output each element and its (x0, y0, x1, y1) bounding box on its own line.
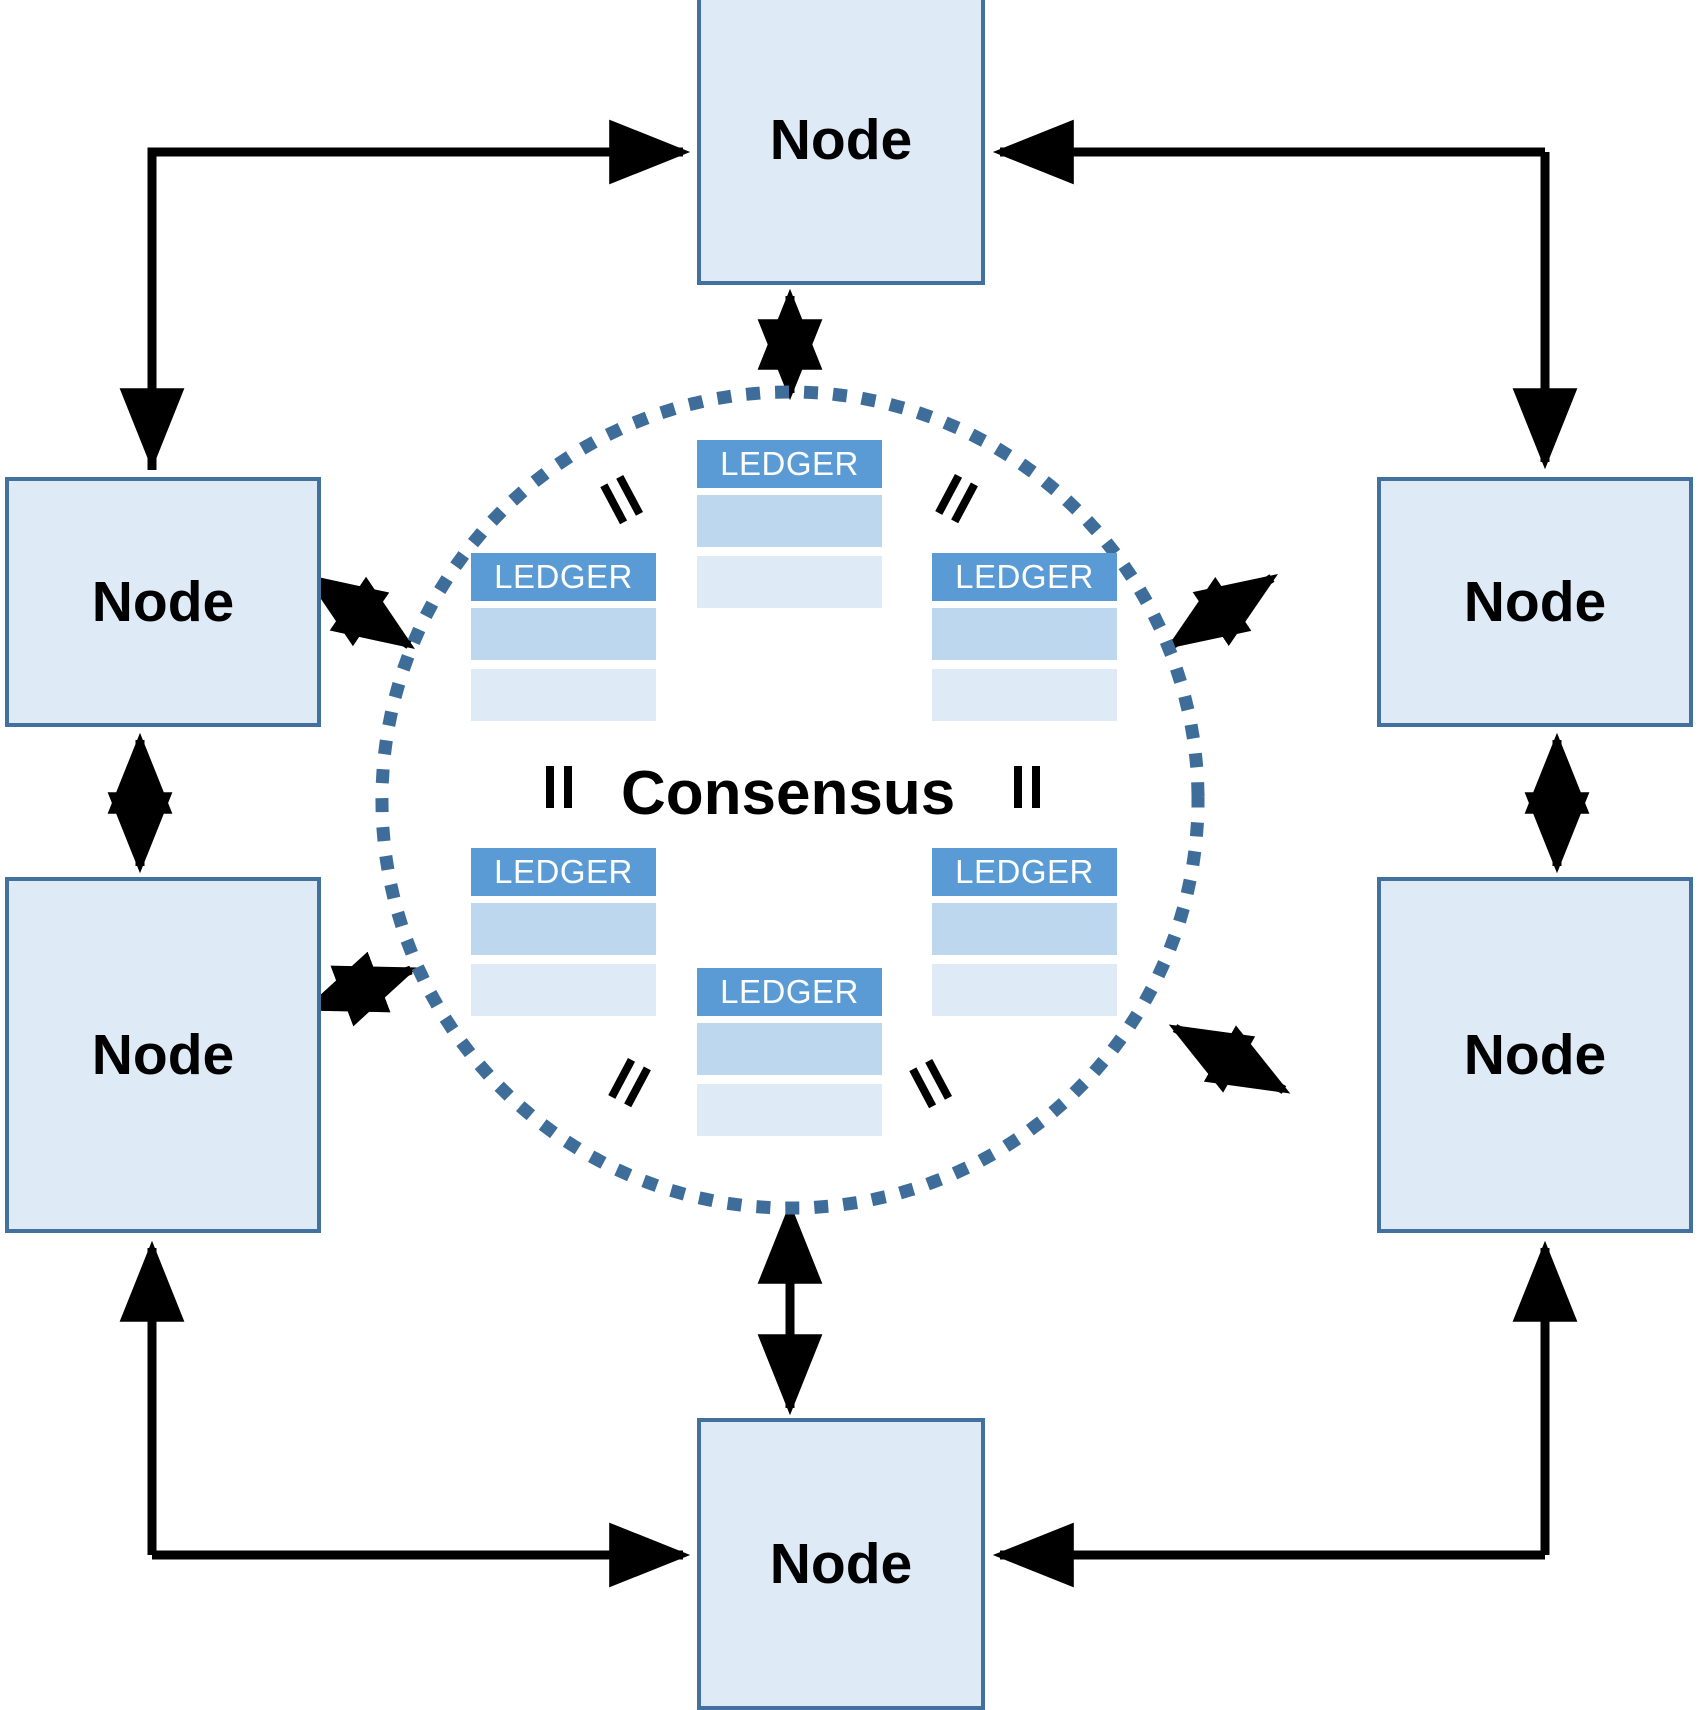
ledger-row-light (471, 964, 656, 1016)
ledger-row-light (932, 964, 1117, 1016)
node-label: Node (1463, 569, 1607, 634)
ledger-row-dark (471, 608, 656, 660)
equals-icon-mid-right (1006, 766, 1050, 810)
ledger-bottom[interactable]: LEDGER (697, 968, 882, 1136)
ledger-row-dark (697, 1023, 882, 1075)
ledger-header: LEDGER (932, 553, 1117, 601)
node-label: Node (1463, 1022, 1607, 1087)
equals-icon-top-right (927, 470, 987, 530)
arrow-circle-left-lower (303, 951, 418, 1027)
node-bottom[interactable]: Node (697, 1418, 985, 1710)
equals-icon-top-left (593, 470, 653, 530)
ledger-left-upper[interactable]: LEDGER (471, 553, 656, 721)
ledger-top[interactable]: LEDGER (697, 440, 882, 608)
node-label: Node (769, 108, 913, 172)
arrow-top-to-right (992, 119, 1578, 470)
equals-icon-mid-left (538, 766, 582, 810)
ledger-header: LEDGER (697, 440, 882, 488)
node-label: Node (91, 1022, 235, 1087)
node-left-upper[interactable]: Node (5, 477, 321, 727)
arrow-circle-left-upper (304, 573, 415, 650)
ledger-header: LEDGER (697, 968, 882, 1016)
ledger-header: LEDGER (932, 848, 1117, 896)
node-right-upper[interactable]: Node (1377, 477, 1693, 727)
ledger-row-light (471, 669, 656, 721)
arrow-circle-right-upper (1166, 573, 1278, 650)
arrow-leftlower-to-bottom (119, 1240, 691, 1588)
ledger-row-dark (471, 903, 656, 955)
ledger-row-light (697, 1084, 882, 1136)
consensus-label: Consensus (621, 759, 956, 828)
equals-icon-bottom-left (600, 1054, 660, 1114)
arrow-rightlower-to-bottom (992, 1240, 1578, 1588)
ledger-right-upper[interactable]: LEDGER (932, 553, 1117, 721)
arrow-circle-right-lower (1168, 1024, 1291, 1094)
node-left-lower[interactable]: Node (5, 877, 321, 1233)
ledger-left-lower[interactable]: LEDGER (471, 848, 656, 1016)
ledger-row-dark (697, 495, 882, 547)
node-label: Node (769, 1531, 913, 1596)
equals-icon-bottom-right (902, 1054, 962, 1114)
node-top[interactable]: Node (697, 0, 985, 285)
node-label: Node (91, 569, 235, 634)
ledger-row-dark (932, 903, 1117, 955)
ledger-row-dark (932, 608, 1117, 660)
ledger-right-lower[interactable]: LEDGER (932, 848, 1117, 1016)
ledger-header: LEDGER (471, 553, 656, 601)
ledger-row-light (932, 669, 1117, 721)
ledger-row-light (697, 556, 882, 608)
arrow-left-to-top (119, 119, 691, 470)
ledger-header: LEDGER (471, 848, 656, 896)
node-right-lower[interactable]: Node (1377, 877, 1693, 1233)
